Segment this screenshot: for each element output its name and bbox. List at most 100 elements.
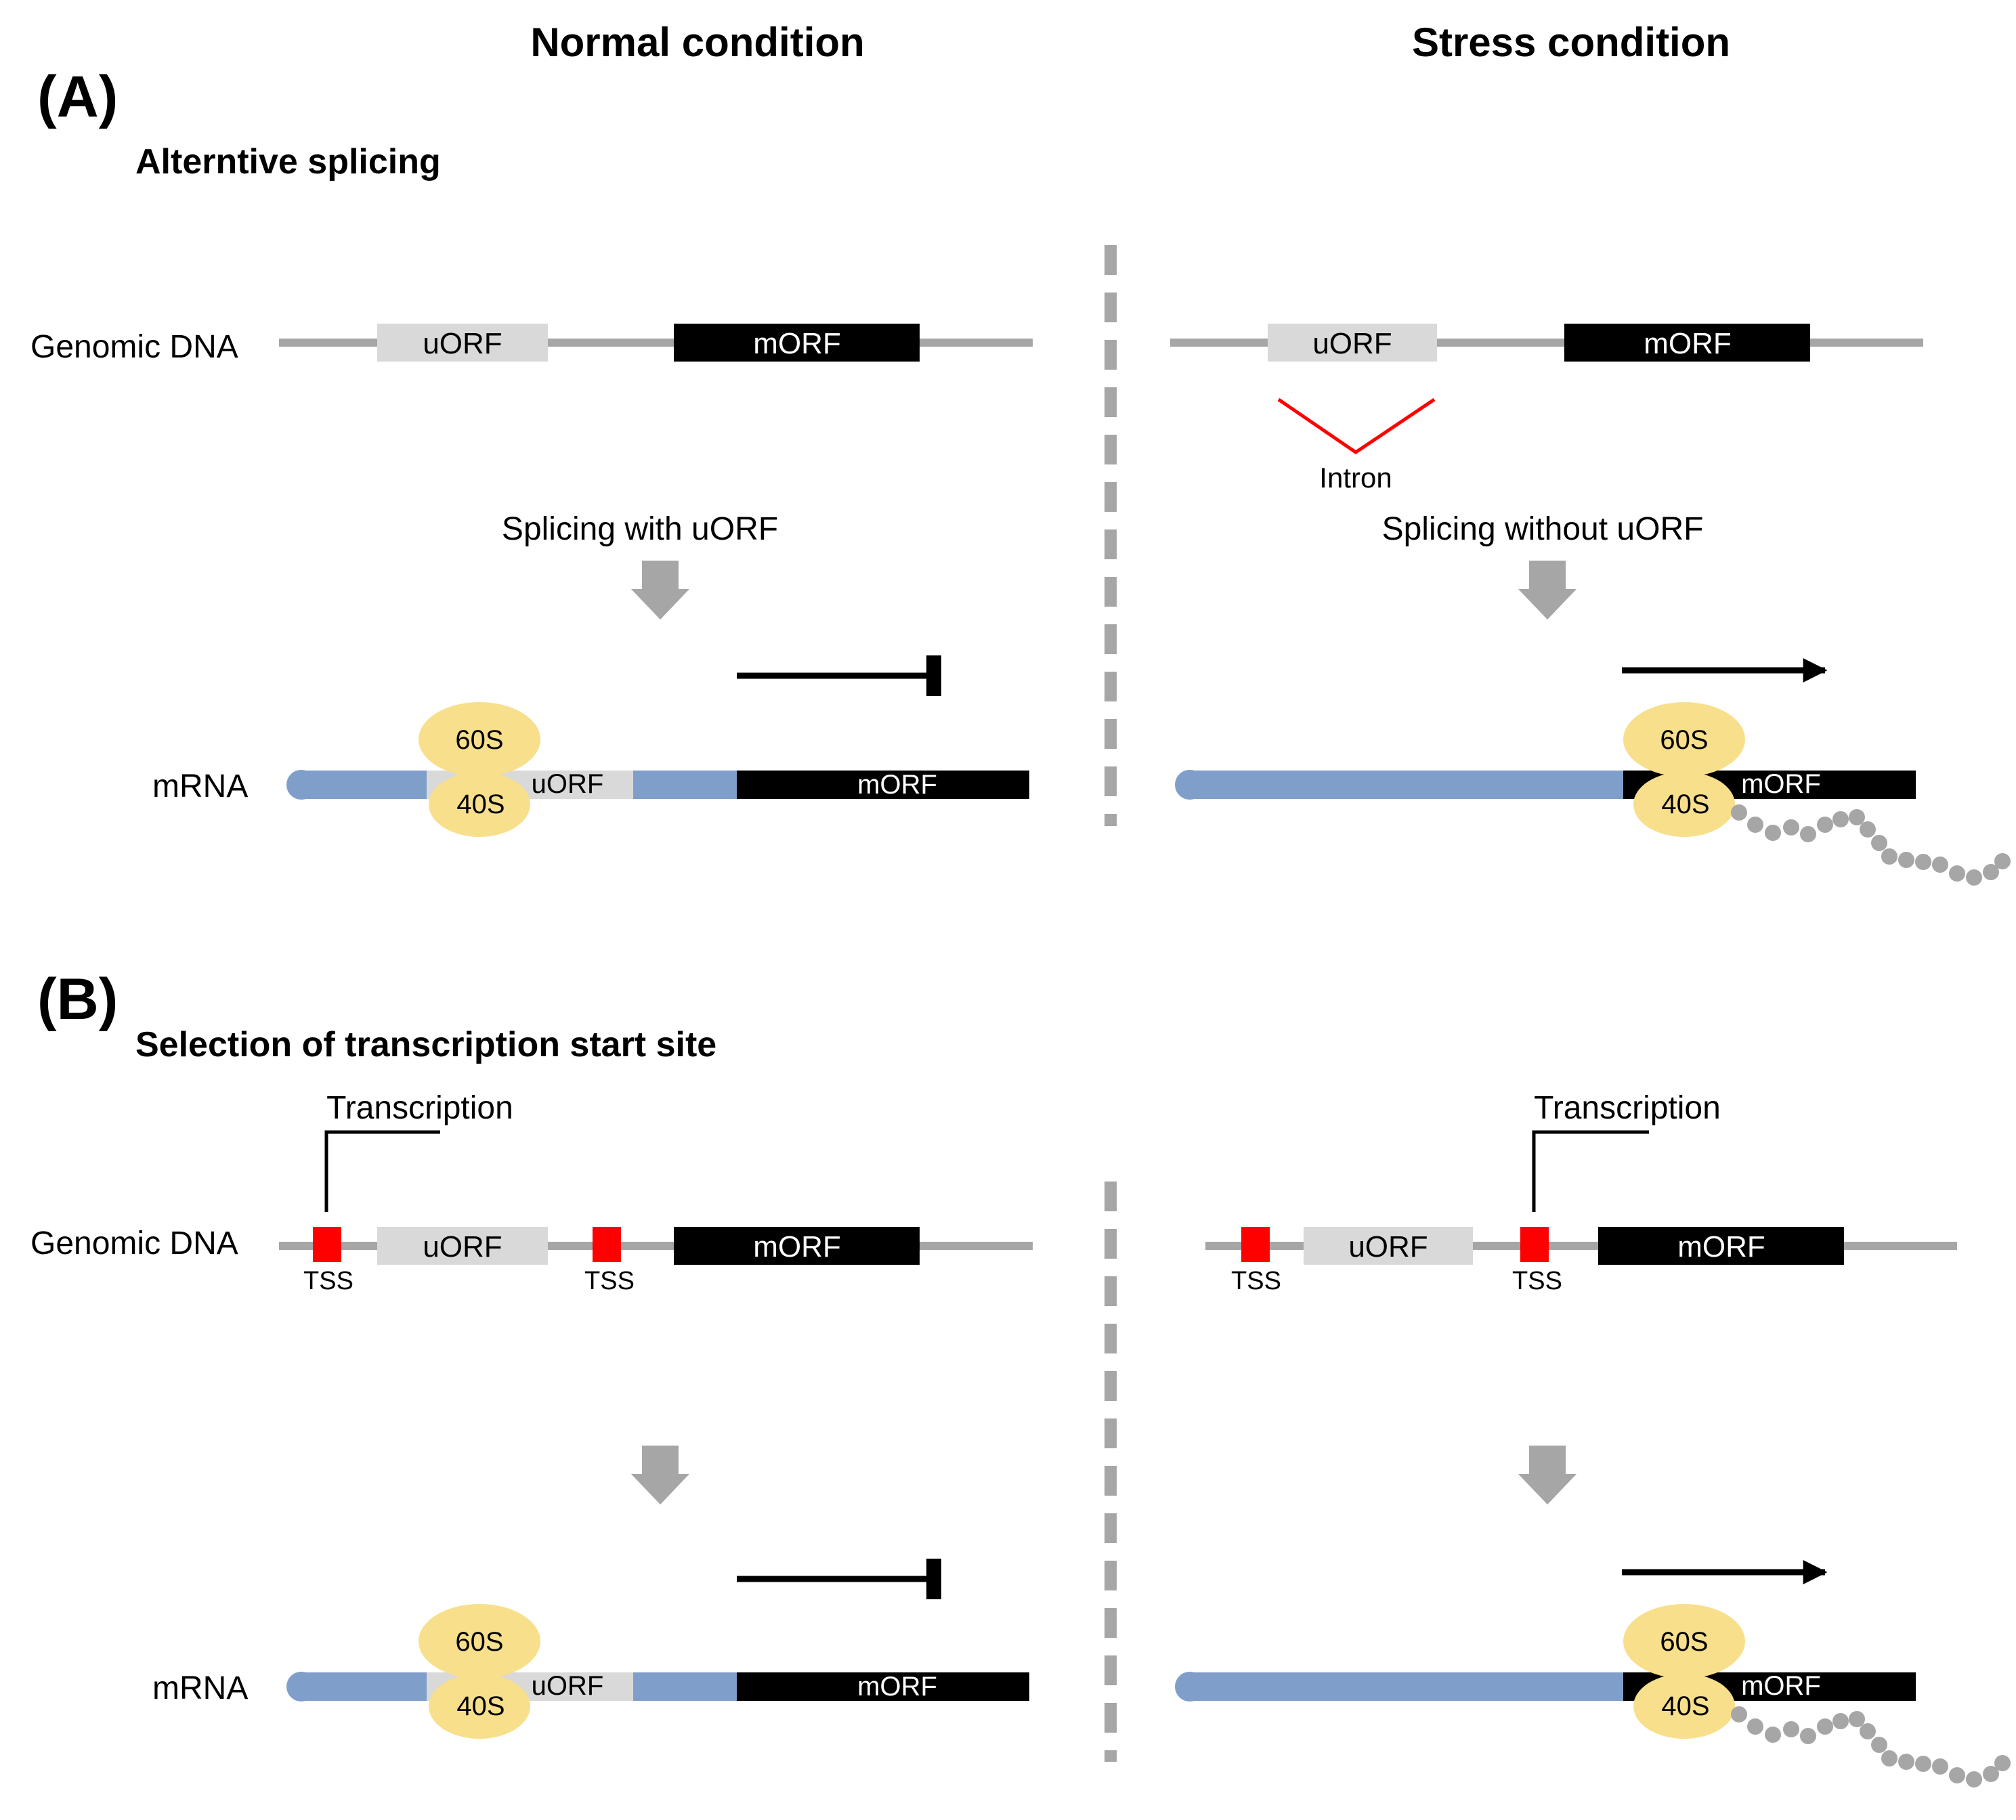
tss-label: TSS — [1231, 1267, 1281, 1295]
splicing-stress-label: Splicing without uORF — [1382, 511, 1704, 547]
peptide-bead — [1915, 854, 1931, 870]
tss-label: TSS — [303, 1267, 353, 1295]
mrna-5utr — [1190, 1672, 1623, 1701]
morf-label: mORF — [753, 1230, 841, 1263]
peptide-bead — [1994, 853, 2011, 869]
morf-label: mORF — [1644, 327, 1732, 360]
down-arrow-icon — [631, 561, 689, 620]
panel-b-title: Selection of transcription start site — [135, 1025, 716, 1064]
peptide-bead — [1783, 1721, 1799, 1737]
peptide-bead — [1915, 1756, 1931, 1772]
ribosome-60s — [419, 1604, 540, 1678]
peptide-bead — [1800, 1728, 1816, 1744]
tss-box — [1241, 1227, 1270, 1262]
ribosome-40s — [1633, 1674, 1735, 1739]
ribosome-60s-label: 60S — [1660, 725, 1708, 755]
header-stress: Stress condition — [1412, 20, 1730, 65]
ribosome-40s — [1633, 772, 1735, 837]
uorf-label: uORF — [532, 1671, 604, 1701]
peptide-bead — [1966, 869, 1982, 886]
peptide-bead — [1881, 848, 1897, 865]
peptide-bead — [1832, 1713, 1849, 1729]
peptide-bead — [1731, 804, 1747, 821]
ribosome-60s — [1623, 702, 1745, 777]
peptide-bead — [1817, 817, 1833, 833]
ribosome-40s-label: 40S — [456, 789, 505, 819]
transcription-label: Transcription — [326, 1090, 513, 1126]
transcription-arrow-icon — [324, 1130, 440, 1212]
peptide-bead — [1898, 1754, 1914, 1770]
ribosome-40s-label: 40S — [1661, 789, 1709, 819]
morf-label: mORF — [1677, 1230, 1765, 1263]
peptide-chain — [1731, 1706, 2011, 1788]
mrna-5utr — [1190, 771, 1623, 799]
peptide-bead — [1881, 1750, 1897, 1767]
peptide-bead — [1832, 811, 1849, 827]
transcription-arrow-icon — [1532, 1130, 1649, 1212]
peptide-bead — [1871, 835, 1887, 851]
morf-label: mORF — [857, 770, 937, 800]
uorf-box — [1268, 324, 1437, 362]
morf-label: mORF — [857, 1672, 937, 1702]
peptide-bead — [1994, 1755, 2011, 1771]
down-arrow-icon — [1518, 561, 1577, 620]
panel-a-letter: (A) — [37, 64, 118, 129]
morf-box — [674, 1227, 920, 1265]
peptide-bead — [1765, 825, 1781, 841]
morf-box — [1598, 1227, 1844, 1265]
peptide-bead — [1860, 1723, 1876, 1739]
inhibition-bar-end — [926, 655, 941, 696]
peptide-bead — [1849, 809, 1865, 825]
mrna-label: mRNA — [152, 768, 248, 804]
panel-b-letter: (B) — [37, 967, 118, 1032]
intron-splice-line — [1277, 397, 1436, 455]
genomic-dna-label: Genomic DNA — [30, 1226, 238, 1261]
transcription-label: Transcription — [1534, 1090, 1721, 1126]
peptide-bead — [1817, 1718, 1833, 1735]
tss-label: TSS — [584, 1267, 635, 1295]
ribosome-60s — [419, 702, 540, 777]
morf-box — [674, 324, 920, 362]
morf-label: mORF — [1741, 769, 1821, 799]
panel-a-title: Alterntive splicing — [135, 142, 441, 181]
ribosome-40s-label: 40S — [456, 1691, 505, 1721]
uorf-box — [377, 1227, 548, 1265]
peptide-bead — [1765, 1727, 1781, 1743]
uorf-label: uORF — [423, 1230, 502, 1263]
splicing-normal-label: Splicing with uORF — [502, 511, 778, 547]
ribosome-60s — [1623, 1604, 1745, 1678]
ribosome-60s-label: 60S — [1660, 1627, 1708, 1657]
morf-region — [737, 1672, 1029, 1701]
uorf-label: uORF — [532, 769, 604, 799]
down-arrow-icon — [1518, 1446, 1577, 1504]
uorf-label: uORF — [423, 327, 502, 360]
uorf-label: uORF — [1348, 1230, 1428, 1263]
morf-box — [1564, 324, 1810, 362]
morf-label: mORF — [1741, 1671, 1821, 1701]
peptide-bead — [1949, 1767, 1965, 1783]
ribosome-60s-label: 60S — [455, 1627, 503, 1657]
peptide-bead — [1747, 817, 1763, 833]
peptide-bead — [1932, 1758, 1948, 1775]
peptide-bead — [1932, 857, 1948, 873]
uorf-label: uORF — [1312, 327, 1392, 360]
peptide-bead — [1747, 1718, 1763, 1735]
mrna-label: mRNA — [152, 1670, 248, 1706]
peptide-bead — [1800, 826, 1816, 842]
peptide-bead — [1898, 852, 1914, 868]
intron-label: Intron — [1319, 462, 1392, 494]
ribosome-40s — [429, 772, 530, 837]
down-arrow-icon — [631, 1446, 689, 1504]
peptide-bead — [1983, 864, 1999, 880]
peptide-bead — [1783, 819, 1799, 836]
tss-box — [1520, 1227, 1549, 1262]
uorf-box — [1304, 1227, 1473, 1265]
peptide-bead — [1731, 1706, 1747, 1722]
ribosome-40s-label: 40S — [1661, 1691, 1709, 1721]
peptide-bead — [1966, 1771, 1982, 1788]
uorf-box — [377, 324, 548, 362]
peptide-bead — [1849, 1711, 1865, 1727]
ribosome-40s — [429, 1674, 530, 1739]
